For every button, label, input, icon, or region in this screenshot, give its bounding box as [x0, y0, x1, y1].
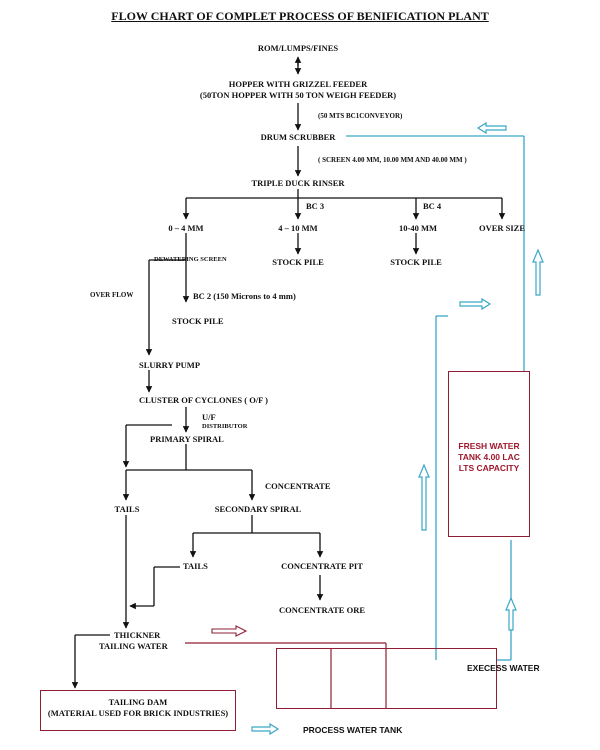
node-size-4-10: 4 – 10 MM: [278, 223, 318, 233]
upflow-arrow-2: [418, 463, 430, 531]
fresh-water-line-2: TANK 4.00 LAC: [458, 452, 520, 462]
label-bc2: BC 2 (150 Microns to 4 mm): [193, 291, 296, 301]
node-stock-pile-1: STOCK PILE: [272, 257, 324, 267]
node-stock-pile-2: STOCK PILE: [390, 257, 442, 267]
fresh-water-tank: [448, 371, 530, 537]
node-tailing-dam: TAILING DAM: [108, 697, 168, 707]
node-primary-spiral: PRIMARY SPIRAL: [150, 434, 224, 444]
upflow-arrow-3: [505, 596, 517, 631]
label-bc4: BC 4: [423, 201, 442, 211]
node-dewatering-screen: DEWATERING SCREEN: [154, 256, 227, 263]
process-water-tank: [276, 648, 497, 709]
node-size-10-40: 10-40 MM: [398, 223, 438, 233]
node-concentrate-pit: CONCENTRATE PIT: [281, 561, 363, 571]
node-slurry-pump: SLURRY PUMP: [139, 360, 201, 370]
node-stock-pile-3: STOCK PILE: [172, 316, 224, 326]
node-tails-1: TAILS: [114, 504, 140, 514]
node-tails-2: TAILS: [183, 561, 208, 571]
node-rom: ROM/LUMPS/FINES: [257, 43, 339, 53]
label-process-water-tank: PROCESS WATER TANK: [303, 725, 403, 735]
process-flow-lines: [71, 56, 506, 689]
node-drum-scrubber: DRUM SCRUBBER: [260, 132, 336, 142]
return-water-arrow: [476, 121, 507, 135]
water-circuit-lines: [346, 135, 525, 661]
node-cluster-cyclones: CLUSTER OF CYCLONES ( O/F ): [139, 395, 269, 405]
label-over-flow: OVER FLOW: [90, 291, 134, 299]
node-tailing-dam-detail: (MATERIAL USED FOR BRICK INDUSTRIES): [47, 708, 229, 718]
label-excess-water: EXECESS WATER: [467, 663, 540, 673]
water-flow-arrows: [251, 121, 544, 736]
label-concentrate: CONCENTRATE: [265, 481, 331, 491]
fresh-water-line-3: LTS CAPACITY: [458, 463, 520, 473]
thickner-to-tank-arrow: [211, 625, 248, 637]
node-screen: ( SCREEN 4.00 MM, 10.00 MM AND 40.00 MM …: [318, 156, 467, 164]
tailing-dam-box: [40, 690, 236, 731]
label-bc3: BC 3: [306, 201, 325, 211]
process-tank-dividers: [330, 648, 387, 708]
node-triple-duck-rinser: TRIPLE DUCK RINSER: [251, 178, 345, 188]
tailing-water-pipe: [185, 642, 387, 648]
node-secondary-spiral: SECONDARY SPIRAL: [214, 504, 302, 514]
label-uf: U/F: [202, 412, 216, 422]
to-process-tank-arrow: [251, 722, 280, 736]
node-hopper: HOPPER WITH GRIZZEL FEEDER: [228, 79, 368, 89]
node-thickner: THICKNER: [114, 630, 161, 640]
node-hopper-detail: (50TON HOPPER WITH 50 TON WEIGH FEEDER): [199, 90, 397, 100]
fresh-water-line-1: FRESH WATER: [458, 441, 520, 451]
node-tailing-water: TAILING WATER: [99, 641, 168, 651]
node-concentrate-ore: CONCENTRATE ORE: [278, 605, 366, 615]
supply-water-arrow: [459, 297, 492, 311]
chart-title: FLOW CHART OF COMPLET PROCESS OF BENIFIC…: [111, 9, 489, 23]
node-conveyor: (50 MTS BC1CONVEYOR): [318, 112, 403, 120]
label-distributor: DISTRIBUTOR: [202, 423, 248, 430]
upflow-arrow-1: [532, 248, 544, 296]
node-size-0-4: 0 – 4 MM: [168, 223, 204, 233]
node-over-size: OVER SIZE: [478, 223, 526, 233]
